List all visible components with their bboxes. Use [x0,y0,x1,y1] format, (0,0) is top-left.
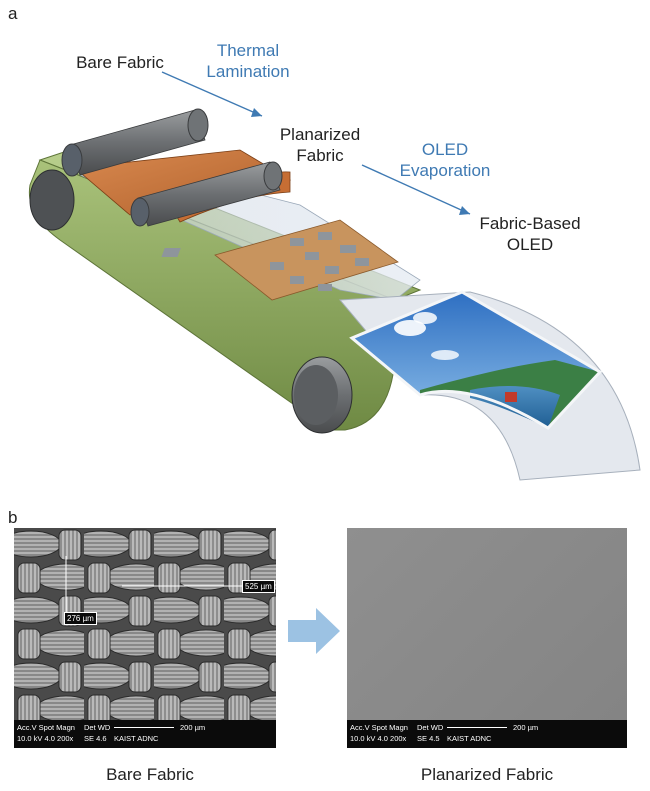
caption-bare-fabric: Bare Fabric [106,765,194,784]
caption-planarized-fabric: Planarized Fabric [420,765,554,784]
scale-bar-right [447,727,507,728]
left-end-roller [29,169,75,231]
roll-to-roll-illustration [28,71,641,481]
lamination-roller-1 [61,108,209,177]
arrow-oled-evaporation [361,164,471,215]
sem-info-bar-left: Acc.V Spot Magn Det WD 200 µm 10.0 kV 4.… [14,720,276,748]
planarized-fabric-label: Planarized Fabric [279,125,361,165]
fabric-based-oled-label: Fabric-Based OLED [479,214,581,254]
sem-info-bar-right: Acc.V Spot Magn Det WD 200 µm 10.0 kV 4.… [347,720,627,748]
bare-fabric-label: Bare Fabric [76,53,164,72]
panel-b-label: b [8,508,18,527]
scale-bar-left [114,727,174,728]
sem-image-planarized-fabric: Acc.V Spot Magn Det WD 200 µm 10.0 kV 4.… [347,528,627,748]
arrow-thermal-lamination [161,71,263,117]
thermal-lamination-label: Thermal Lamination [206,41,290,81]
panel-a-label: a [8,4,18,23]
measurement-525: 525 µm [242,580,275,593]
sem-image-bare-fabric: 276 µm 525 µm Acc.V Spot Magn Det WD 200… [14,528,276,748]
oled-display-image [352,292,600,428]
oled-pattern-mask [161,219,399,301]
lamination-roller-2 [130,161,283,227]
oled-evaporation-label: OLED Evaporation [399,140,491,180]
process-arrow-icon [288,608,340,654]
measurement-276: 276 µm [64,612,97,625]
woven-texture [14,528,276,720]
